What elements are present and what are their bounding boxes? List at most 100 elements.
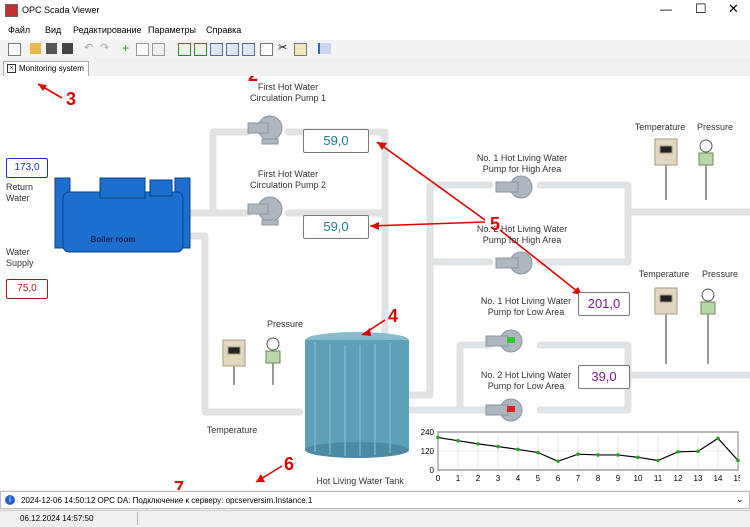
scada-canvas: First Hot Water Circulation Pump 1 First… bbox=[0, 76, 750, 490]
annotation-label: 6 bbox=[284, 454, 295, 474]
title-bar: OPC Scada Viewer — ☐ ✕ bbox=[0, 0, 750, 20]
water-supply-label: Water Supply bbox=[6, 247, 34, 268]
water-tank bbox=[305, 332, 409, 458]
chart-point bbox=[476, 442, 480, 446]
chart-point bbox=[636, 455, 640, 460]
low1-pump-label: No. 1 Hot Living Water Pump for Low Area bbox=[480, 296, 572, 317]
add-item-icon[interactable] bbox=[194, 43, 207, 56]
annotation-label: 7 bbox=[174, 478, 185, 490]
x-tick-label: 10 bbox=[634, 474, 643, 483]
close-tab-icon[interactable]: × bbox=[7, 64, 16, 73]
log-bar[interactable]: i 2024-12-06 14:50:12 OPC DA: Подключени… bbox=[0, 491, 750, 509]
minimize-button[interactable]: — bbox=[660, 2, 672, 16]
chart-point bbox=[616, 453, 620, 457]
chart-point bbox=[656, 458, 660, 463]
temperature-label-top: Temperature bbox=[634, 122, 686, 132]
redo-icon[interactable]: ↷ bbox=[100, 42, 110, 54]
window-icon[interactable] bbox=[210, 43, 223, 56]
chart-point bbox=[496, 444, 500, 449]
cascade-icon[interactable] bbox=[242, 43, 255, 56]
chart-point bbox=[716, 436, 720, 441]
pump-icon bbox=[247, 115, 533, 422]
undo-icon[interactable]: ↶ bbox=[84, 42, 94, 54]
maximize-button[interactable]: ☐ bbox=[695, 1, 707, 16]
app-icon bbox=[5, 4, 18, 17]
cut-icon[interactable]: ✂ bbox=[278, 42, 288, 54]
chart-point bbox=[596, 453, 600, 457]
pressure-gauge-icon bbox=[265, 139, 716, 385]
temperature-label-mid: Temperature bbox=[638, 269, 690, 279]
x-tick-label: 6 bbox=[556, 474, 561, 483]
save-icon[interactable] bbox=[46, 43, 57, 54]
log-dropdown-icon[interactable]: ⌄ bbox=[736, 494, 744, 504]
pressure-label-top: Pressure bbox=[696, 122, 733, 132]
x-tick-label: 5 bbox=[536, 474, 541, 483]
x-tick-label: 9 bbox=[616, 474, 621, 483]
annotation-label: 4 bbox=[388, 306, 399, 326]
boiler-room bbox=[54, 177, 191, 253]
chart-point bbox=[536, 450, 540, 455]
y-tick-label: 120 bbox=[421, 447, 435, 456]
menu-file[interactable]: Файл bbox=[8, 25, 31, 35]
remove-icon[interactable] bbox=[152, 43, 165, 56]
process-diagram bbox=[37, 83, 750, 483]
boiler-room-label: Boiler room bbox=[90, 235, 136, 244]
menu-view[interactable]: Вид bbox=[45, 25, 62, 35]
x-tick-label: 15 bbox=[734, 474, 740, 483]
x-tick-label: 1 bbox=[456, 474, 461, 483]
annotation-label: 5 bbox=[490, 214, 501, 234]
low2-value[interactable]: 39,0 bbox=[578, 365, 630, 389]
x-tick-label: 14 bbox=[714, 474, 723, 483]
menu-edit[interactable]: Редактирование bbox=[73, 25, 142, 35]
paste-icon[interactable] bbox=[294, 43, 307, 56]
status-datetime: 06.12.2024 14:57:50 bbox=[20, 514, 94, 523]
menu-help[interactable]: Справка bbox=[206, 25, 242, 35]
pump1-value[interactable]: 59,0 bbox=[303, 129, 369, 153]
add-screen-icon[interactable] bbox=[178, 43, 191, 56]
x-tick-label: 4 bbox=[516, 474, 521, 483]
chart-series-line bbox=[437, 436, 739, 462]
menu-parameters[interactable]: Параметры bbox=[148, 25, 196, 35]
return-water-value[interactable]: 173,0 bbox=[6, 158, 48, 178]
temperature-label-tank: Temperature bbox=[206, 425, 258, 435]
trend-chart: 24012000123456789101112131415 bbox=[421, 428, 740, 483]
low2-pump-label: No. 2 Hot Living Water Pump for Low Area bbox=[480, 370, 572, 391]
chart-point bbox=[696, 449, 700, 454]
pump2-value[interactable]: 59,0 bbox=[303, 215, 369, 239]
water-supply-value[interactable]: 75,0 bbox=[6, 279, 48, 299]
high2-pump-label: No. 2 Hot Living Water Pump for High Are… bbox=[476, 224, 568, 245]
close-button[interactable]: ✕ bbox=[728, 1, 739, 16]
add-element-icon[interactable]: + bbox=[122, 41, 130, 55]
status-bar: 06.12.2024 14:57:50 bbox=[0, 510, 750, 527]
toolbar: ↶ ↷ + ✂ bbox=[0, 40, 750, 59]
annotation-label: 2 bbox=[248, 76, 258, 86]
new-file-icon[interactable] bbox=[8, 43, 21, 56]
chart-point bbox=[576, 452, 580, 456]
temperature-sensor-icon bbox=[222, 138, 678, 385]
tab-monitoring-system[interactable]: × Monitoring system bbox=[3, 61, 89, 76]
y-tick-label: 0 bbox=[430, 466, 435, 475]
pump1-label: First Hot Water Circulation Pump 1 bbox=[249, 82, 327, 103]
annotation-label: 3 bbox=[66, 89, 77, 109]
return-water-label: Return Water bbox=[6, 182, 34, 203]
chart-point bbox=[456, 438, 460, 443]
copy-icon[interactable] bbox=[260, 43, 273, 56]
info-icon: i bbox=[5, 495, 15, 505]
high1-pump-label: No. 1 Hot Living Water Pump for High Are… bbox=[476, 153, 568, 174]
annotation-arrows bbox=[37, 83, 583, 483]
tab-strip bbox=[0, 58, 750, 77]
edit-window-icon[interactable] bbox=[226, 43, 239, 56]
add-page-icon[interactable] bbox=[136, 43, 149, 56]
pressure-label-mid: Pressure bbox=[701, 269, 738, 279]
window-title: OPC Scada Viewer bbox=[22, 5, 100, 15]
save-all-icon[interactable] bbox=[62, 43, 73, 54]
align-icon[interactable] bbox=[318, 43, 331, 54]
open-folder-icon[interactable] bbox=[30, 43, 41, 54]
menu-bar: Файл Вид Редактирование Параметры Справк… bbox=[0, 20, 750, 40]
x-tick-label: 8 bbox=[596, 474, 601, 483]
x-tick-label: 7 bbox=[576, 474, 581, 483]
tab-label: Monitoring system bbox=[19, 64, 84, 73]
low1-value[interactable]: 201,0 bbox=[578, 292, 630, 316]
chart-point bbox=[676, 449, 680, 454]
tank-label: Hot Living Water Tank bbox=[316, 476, 404, 486]
